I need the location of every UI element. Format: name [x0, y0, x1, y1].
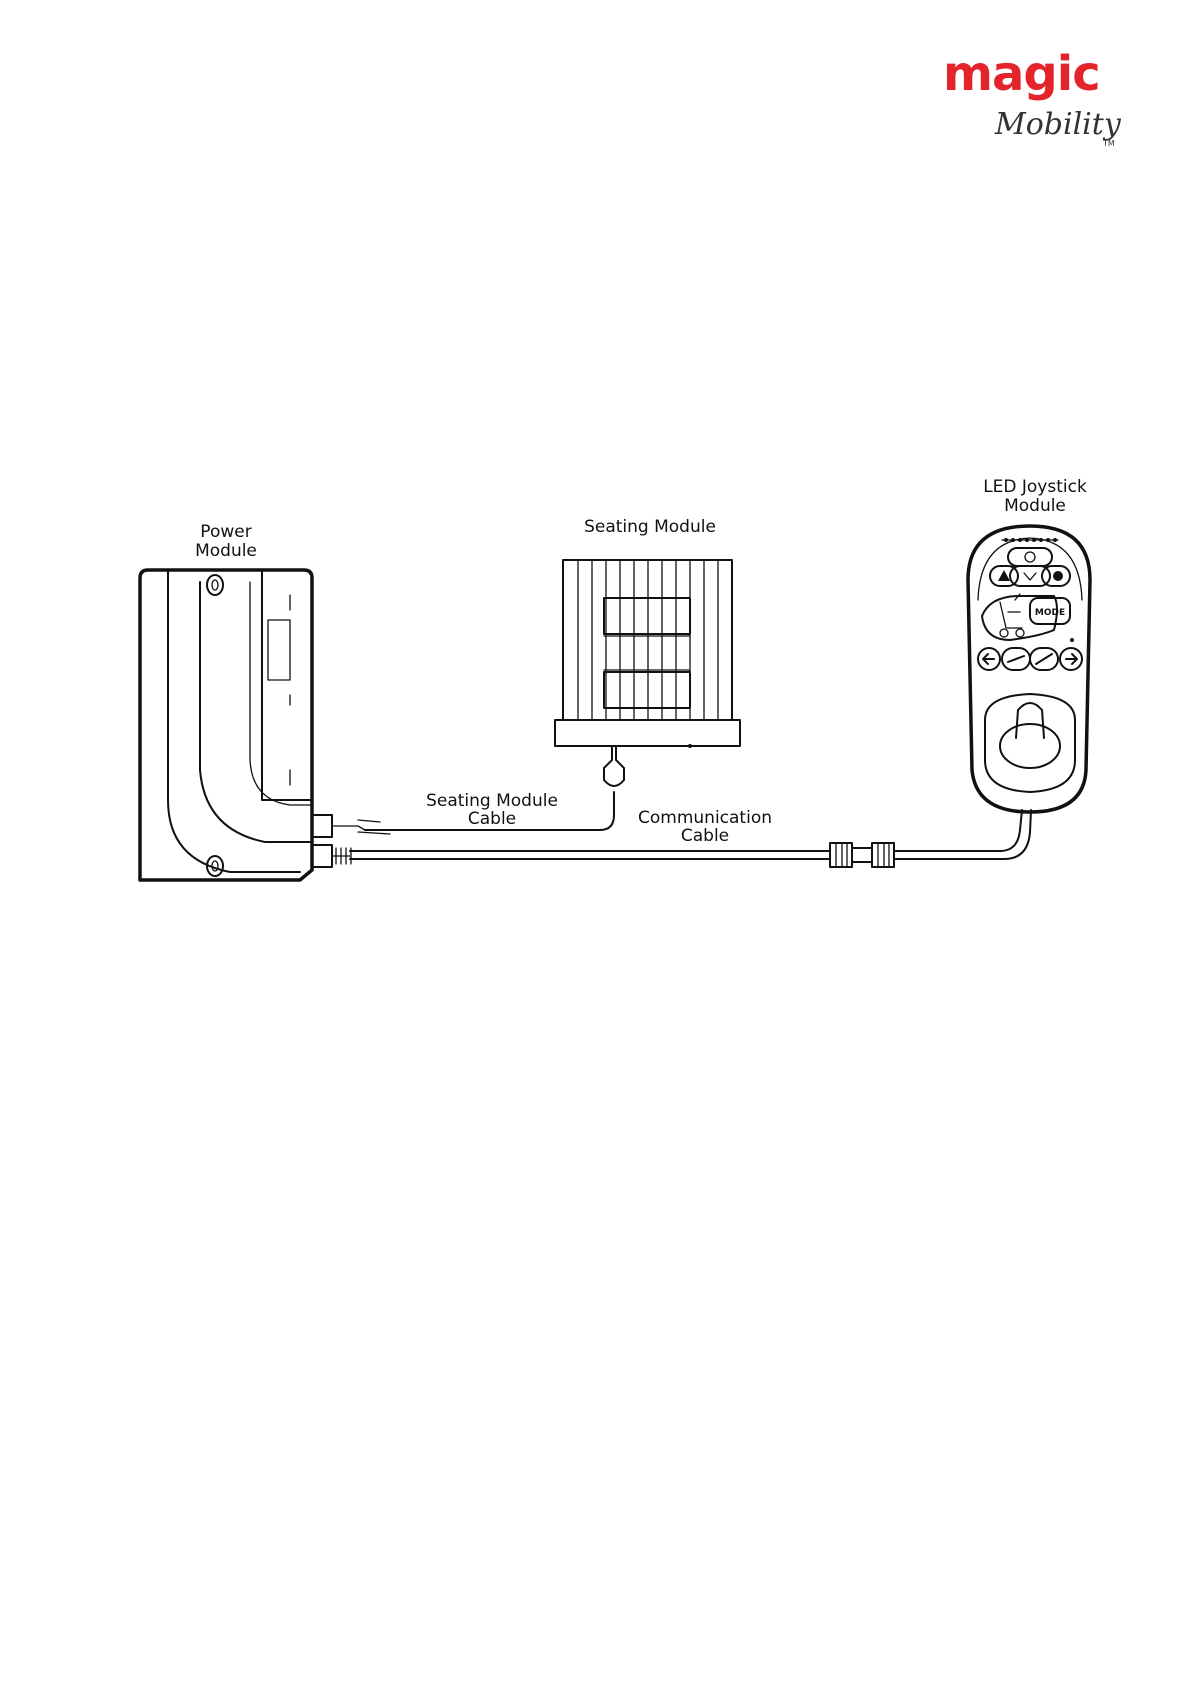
seating-module-cable-label: Seating Module — [426, 791, 558, 811]
seating-module-label: Seating Module — [584, 517, 716, 537]
led-joystick-module: MODE — [968, 526, 1090, 812]
joystick-knob[interactable] — [1016, 703, 1044, 738]
power-module — [140, 570, 365, 880]
speed-down-icon — [1008, 656, 1024, 662]
horn-icon — [1024, 573, 1036, 580]
hazard-icon — [998, 570, 1010, 581]
lights-icon — [1053, 571, 1063, 581]
power-module-label: Power — [200, 522, 251, 542]
communication-cable-label: Communication — [638, 808, 772, 828]
seating-module — [555, 560, 740, 786]
power-button[interactable] — [1008, 548, 1052, 566]
right-arrow-icon — [1066, 654, 1077, 664]
communication-cable-label-2: Cable — [681, 826, 729, 846]
power-icon — [1025, 552, 1035, 562]
seat-icon — [1000, 594, 1022, 628]
mode-button-label: MODE — [1035, 608, 1065, 618]
power-module-label-2: Module — [195, 541, 257, 561]
joystick-module-label-2: Module — [1004, 496, 1066, 516]
speed-up-icon — [1036, 654, 1052, 664]
left-arrow-icon — [983, 654, 994, 664]
joystick-knob-base — [1000, 724, 1060, 768]
seating-module-cable-label-2: Cable — [468, 809, 516, 829]
joystick-module-label: LED Joystick — [983, 477, 1087, 497]
